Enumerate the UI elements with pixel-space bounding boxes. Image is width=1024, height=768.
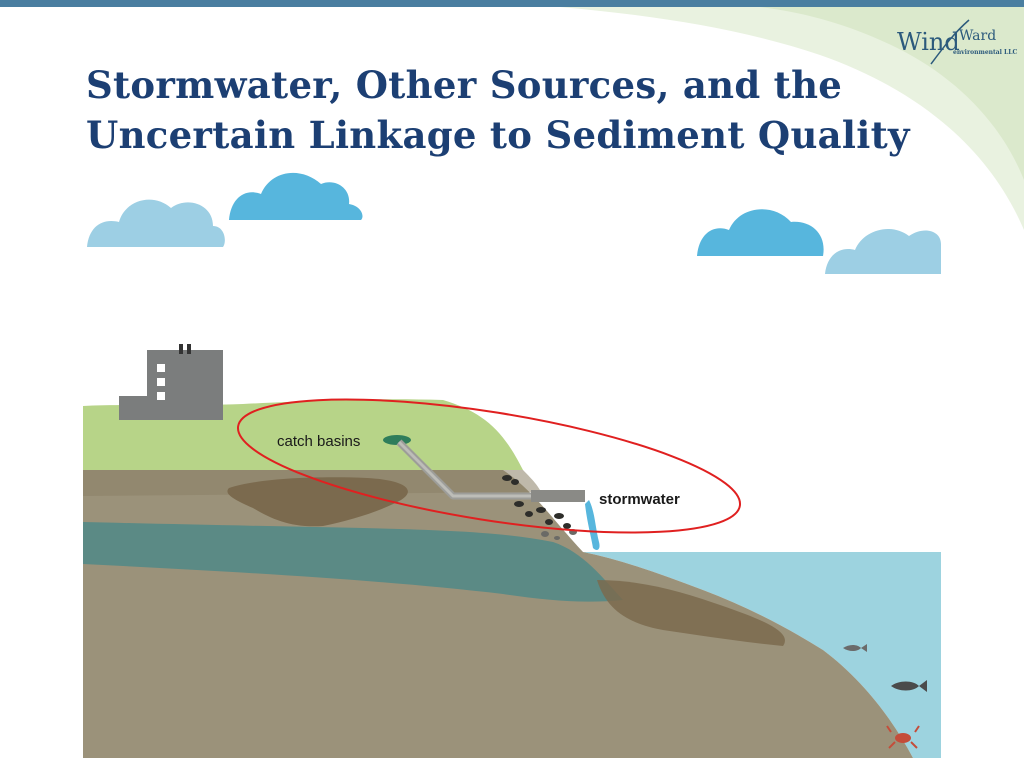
logo-ward-text: Ward bbox=[959, 28, 997, 44]
diagram-canvas: catch basins stormwater bbox=[83, 172, 941, 758]
logo-environmental-word: environmental bbox=[953, 49, 1002, 56]
top-accent-bar bbox=[0, 0, 1024, 7]
crab-icon bbox=[886, 725, 920, 749]
slide-title-line-1: Stormwater, Other Sources, and the bbox=[86, 63, 843, 107]
label-stormwater: stormwater bbox=[599, 491, 680, 508]
contaminated-soil-lens bbox=[227, 477, 408, 527]
rock-pile-icon bbox=[502, 475, 577, 540]
outfall-pipe bbox=[531, 490, 585, 502]
sediment-deposit bbox=[597, 580, 785, 646]
slide-title: Stormwater, Other Sources, and the Uncer… bbox=[86, 60, 910, 160]
logo-wind-text: Wind bbox=[897, 28, 960, 56]
water-body bbox=[583, 552, 941, 758]
stormwater-diagram: catch basins stormwater bbox=[83, 160, 941, 758]
highlight-ellipse bbox=[236, 398, 742, 534]
catch-basin-icon bbox=[383, 435, 411, 445]
label-catch-basins: catch basins bbox=[277, 433, 360, 450]
windward-logo: Wind Ward environmental LLC bbox=[893, 18, 1017, 68]
cloud-center-icon bbox=[229, 172, 363, 220]
aquifer-layer bbox=[83, 522, 623, 602]
large-fish-icon bbox=[891, 680, 927, 692]
stormwater-discharge-stream bbox=[585, 500, 600, 550]
factory-building-icon bbox=[119, 344, 223, 420]
small-fish-icon bbox=[843, 644, 867, 652]
cloud-left-icon bbox=[87, 199, 225, 247]
slide-title-line-2: Uncertain Linkage to Sediment Quality bbox=[86, 113, 910, 157]
logo-llc-text: LLC bbox=[1004, 49, 1018, 56]
logo-environmental-text: environmental LLC bbox=[953, 49, 1017, 56]
cloud-right-light-icon bbox=[825, 228, 941, 274]
cloud-right-dark-icon bbox=[697, 209, 824, 256]
logo-swoosh-icon bbox=[930, 19, 970, 65]
